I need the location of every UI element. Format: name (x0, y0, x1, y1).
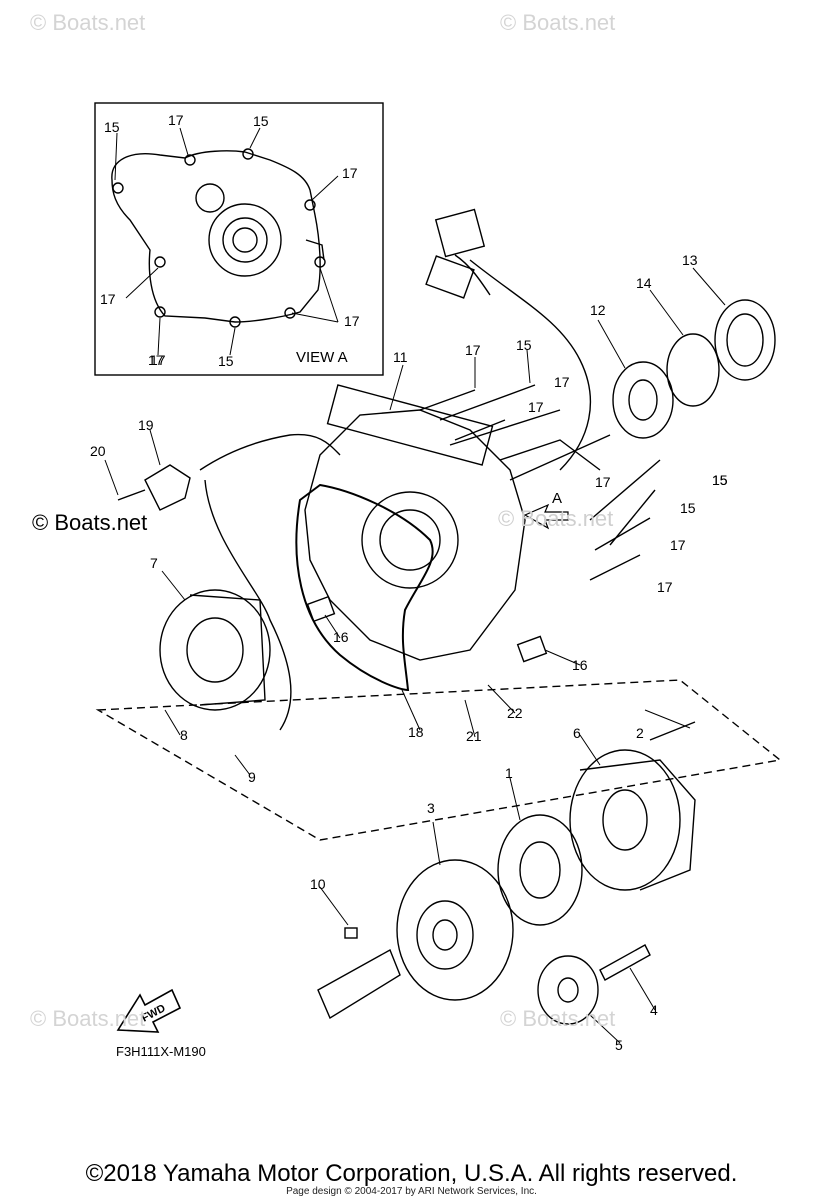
pickup-coil (144, 464, 191, 511)
diagram-code: F3H111X-M190 (116, 1044, 206, 1059)
callout-9: 9 (248, 769, 256, 785)
callout-6: 6 (573, 725, 581, 741)
inset-callout-15: 15 (253, 113, 269, 129)
callout-20: 20 (90, 443, 106, 459)
inset-bolt (284, 307, 296, 319)
inset-callout-17: 17 (150, 352, 166, 368)
oil-seal (714, 299, 776, 381)
callout-16: 16 (572, 657, 588, 673)
stator (159, 589, 271, 711)
callout-15: 15 (712, 472, 728, 488)
watermark-top-right: © Boats.net (500, 10, 616, 35)
inset-bolt (112, 182, 124, 194)
callout-16: 16 (333, 629, 349, 645)
callout-13: 13 (682, 252, 698, 268)
main-callouts: 1234567891011121314151515151616171717171… (90, 252, 728, 1053)
callout-2: 2 (636, 725, 644, 741)
callout-1: 1 (505, 765, 513, 781)
callout-15: 15 (516, 337, 532, 353)
inset-bolt (154, 256, 166, 268)
wiring-harness (469, 259, 592, 471)
callout-7: 7 (150, 555, 158, 571)
callout-17: 17 (528, 399, 544, 415)
view-a-arrow-label: A (552, 490, 562, 507)
stator-wire (204, 479, 292, 731)
crankcase-cover (304, 409, 526, 661)
watermark-bottom-left: © Boats.net (30, 1006, 146, 1031)
callout-19: 19 (138, 417, 154, 433)
callout-21: 21 (466, 728, 482, 744)
callout-12: 12 (590, 302, 606, 318)
callout-11: 11 (393, 349, 408, 365)
inset-callout-17: 17 (168, 112, 184, 128)
circlip (666, 333, 720, 407)
dowel-pin (306, 595, 336, 623)
connector (434, 208, 486, 258)
inset-callout-15: 15 (104, 119, 120, 135)
callout-15: 15 (680, 500, 696, 516)
dowel-pin (516, 635, 548, 663)
crankshaft (317, 949, 401, 1020)
callout-17: 17 (657, 579, 673, 595)
inset-callout-17: 17 (100, 291, 116, 307)
view-a-inset-frame (94, 102, 384, 376)
inset-bolt (314, 256, 326, 268)
watermark-top-left: © Boats.net (30, 10, 146, 35)
connector (425, 255, 475, 299)
shaft (599, 944, 651, 981)
callout-22: 22 (507, 705, 523, 721)
watermark-mid-left: © Boats.net (32, 510, 148, 535)
bearing (612, 361, 674, 439)
inset-cover-outline (111, 150, 321, 323)
callout-17: 17 (595, 474, 611, 490)
copyright-notice: ©2018 Yamaha Motor Corporation, U.S.A. A… (85, 1160, 738, 1187)
view-a-arrow (523, 503, 569, 530)
idler-gear (396, 859, 514, 1001)
callout-15: 15 (712, 472, 728, 488)
woodruff-key (344, 927, 358, 939)
starter-clutch (497, 814, 583, 926)
callout-8: 8 (180, 727, 188, 743)
inset-bolt (304, 199, 316, 211)
view-a-label: VIEW A (296, 349, 348, 366)
callout-17: 17 (670, 537, 686, 553)
callout-10: 10 (310, 876, 326, 892)
callout-3: 3 (427, 800, 435, 816)
callout-18: 18 (408, 724, 424, 740)
inset-bolt (242, 148, 254, 160)
watermark-bottom-right: © Boats.net (500, 1006, 616, 1031)
rotor (569, 749, 681, 891)
inset-callout-17: 17 (342, 165, 358, 181)
inset-callout-17: 17 (344, 313, 360, 329)
callout-17: 17 (465, 342, 481, 358)
inset-bolt (184, 154, 196, 166)
callout-14: 14 (636, 275, 652, 291)
fwd-arrow (116, 988, 182, 1033)
gear (537, 955, 599, 1025)
watermark-center: © Boats.net (498, 506, 614, 531)
inset-bolt (154, 306, 166, 318)
callout-5: 5 (615, 1037, 623, 1053)
inset-callout-17: 17 (148, 352, 164, 368)
cover-bolts (419, 384, 661, 581)
callout-17: 17 (554, 374, 570, 390)
callout-4: 4 (650, 1002, 658, 1018)
exploded-dashed-outline (95, 679, 782, 841)
inset-bolt (229, 316, 241, 328)
inset-callout-15: 15 (218, 353, 234, 369)
page-design-credit: Page design © 2004-2017 by ARI Network S… (286, 1186, 537, 1197)
